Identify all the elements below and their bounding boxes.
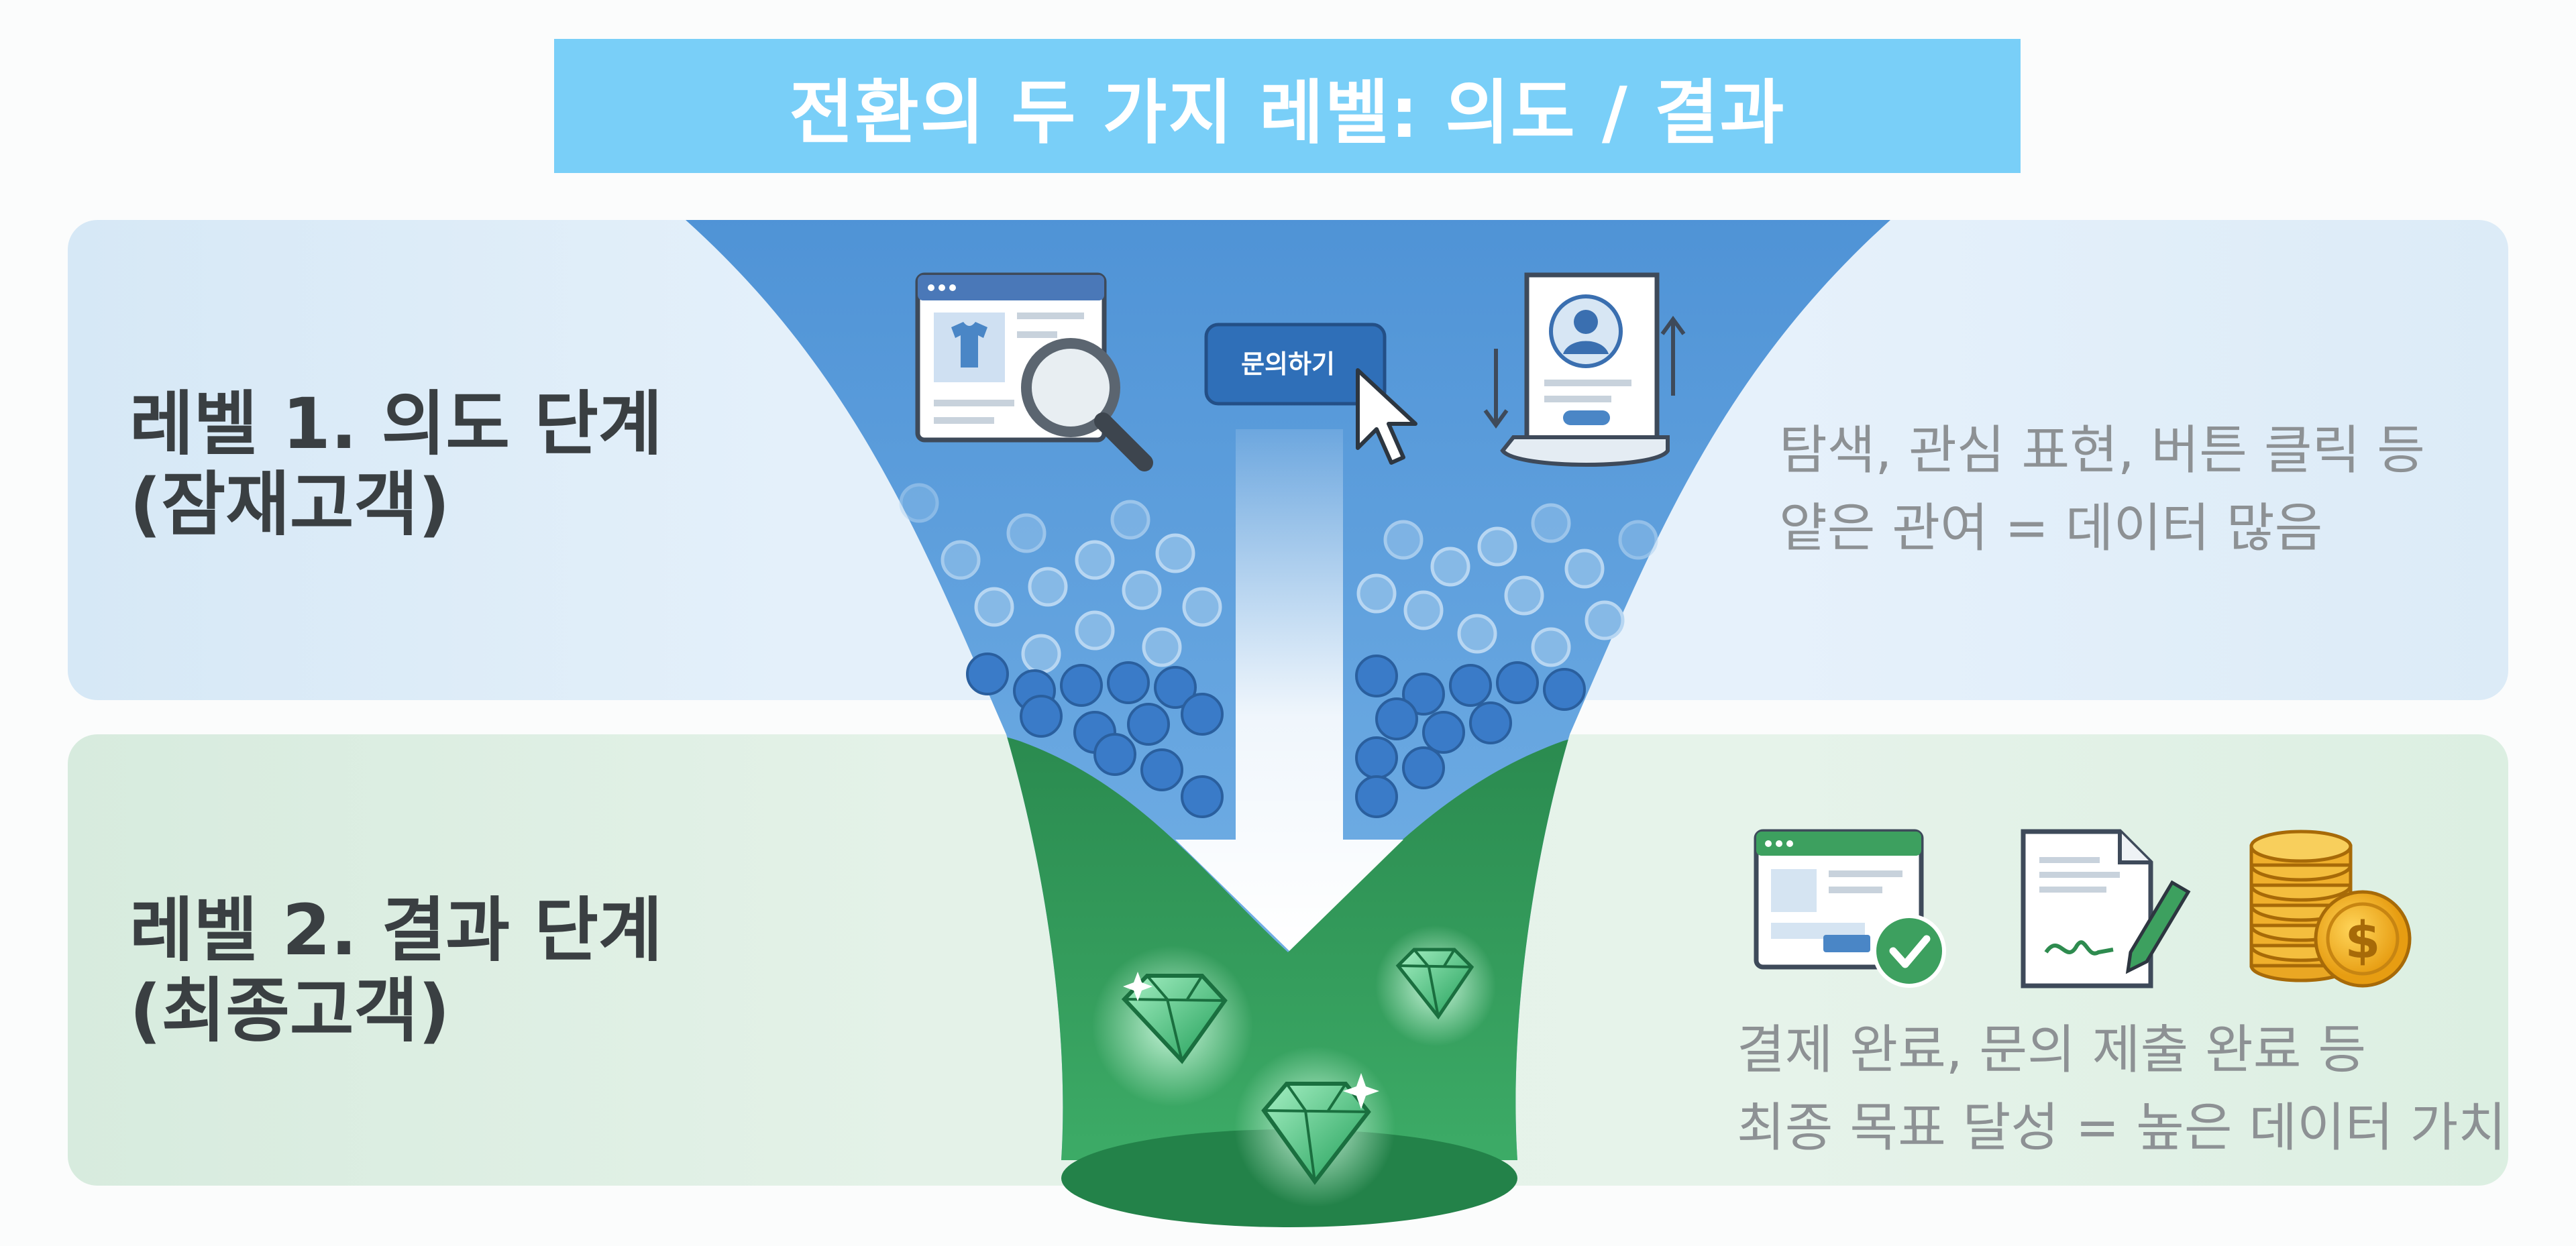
web-form-check-icon <box>1754 829 1946 988</box>
inquiry-click-icon: 문의하기 <box>1204 323 1417 465</box>
gem-icon <box>1375 925 1496 1046</box>
product-search-icon <box>915 272 1153 471</box>
inquiry-button-label: 문의하기 <box>1241 349 1335 379</box>
down-arrow-icon <box>1175 429 1403 951</box>
prospect-bubbles-dense <box>966 653 1586 818</box>
intent-level-description-line1: 탐색, 관심 표현, 버튼 클릭 등 <box>1779 420 2425 481</box>
svg-text:$: $ <box>2345 910 2381 970</box>
intent-level-description-line2: 얕은 관여 = 데이터 많음 <box>1779 498 2323 559</box>
gem-icon <box>1234 1046 1395 1207</box>
intent-level-heading-line2: (잠재고객) <box>129 463 450 545</box>
intent-level-description: 탐색, 관심 표현, 버튼 클릭 등 얕은 관여 = 데이터 많음 <box>1779 412 2425 567</box>
result-level-description-line1: 결제 완료, 문의 제출 완료 등 <box>1737 1020 2367 1080</box>
page-title: 전환의 두 가지 레벨: 의도 / 결과 <box>554 39 2021 173</box>
gem-icon <box>1092 946 1253 1107</box>
result-level-heading-line2: (최종고객) <box>129 970 450 1052</box>
cursor-icon <box>1356 368 1417 465</box>
intent-level-heading-line1: 레벨 1. 의도 단계 <box>129 383 663 465</box>
result-level-description-line2: 최종 목표 달성 = 높은 데이터 가치 <box>1737 1098 2506 1158</box>
result-level-heading: 레벨 2. 결과 단계 (최종고객) <box>129 890 663 1051</box>
signed-contract-icon <box>2021 829 2191 988</box>
coin-stack-icon: $ <box>2249 830 2412 988</box>
result-level-description: 결제 완료, 문의 제출 완료 등 최종 목표 달성 = 높은 데이터 가치 <box>1737 1011 2506 1167</box>
profile-document-icon <box>1483 272 1686 467</box>
prospect-bubbles <box>899 483 1658 674</box>
intent-level-heading: 레벨 1. 의도 단계 (잠재고객) <box>129 384 663 545</box>
result-level-heading-line1: 레벨 2. 결과 단계 <box>129 889 663 971</box>
